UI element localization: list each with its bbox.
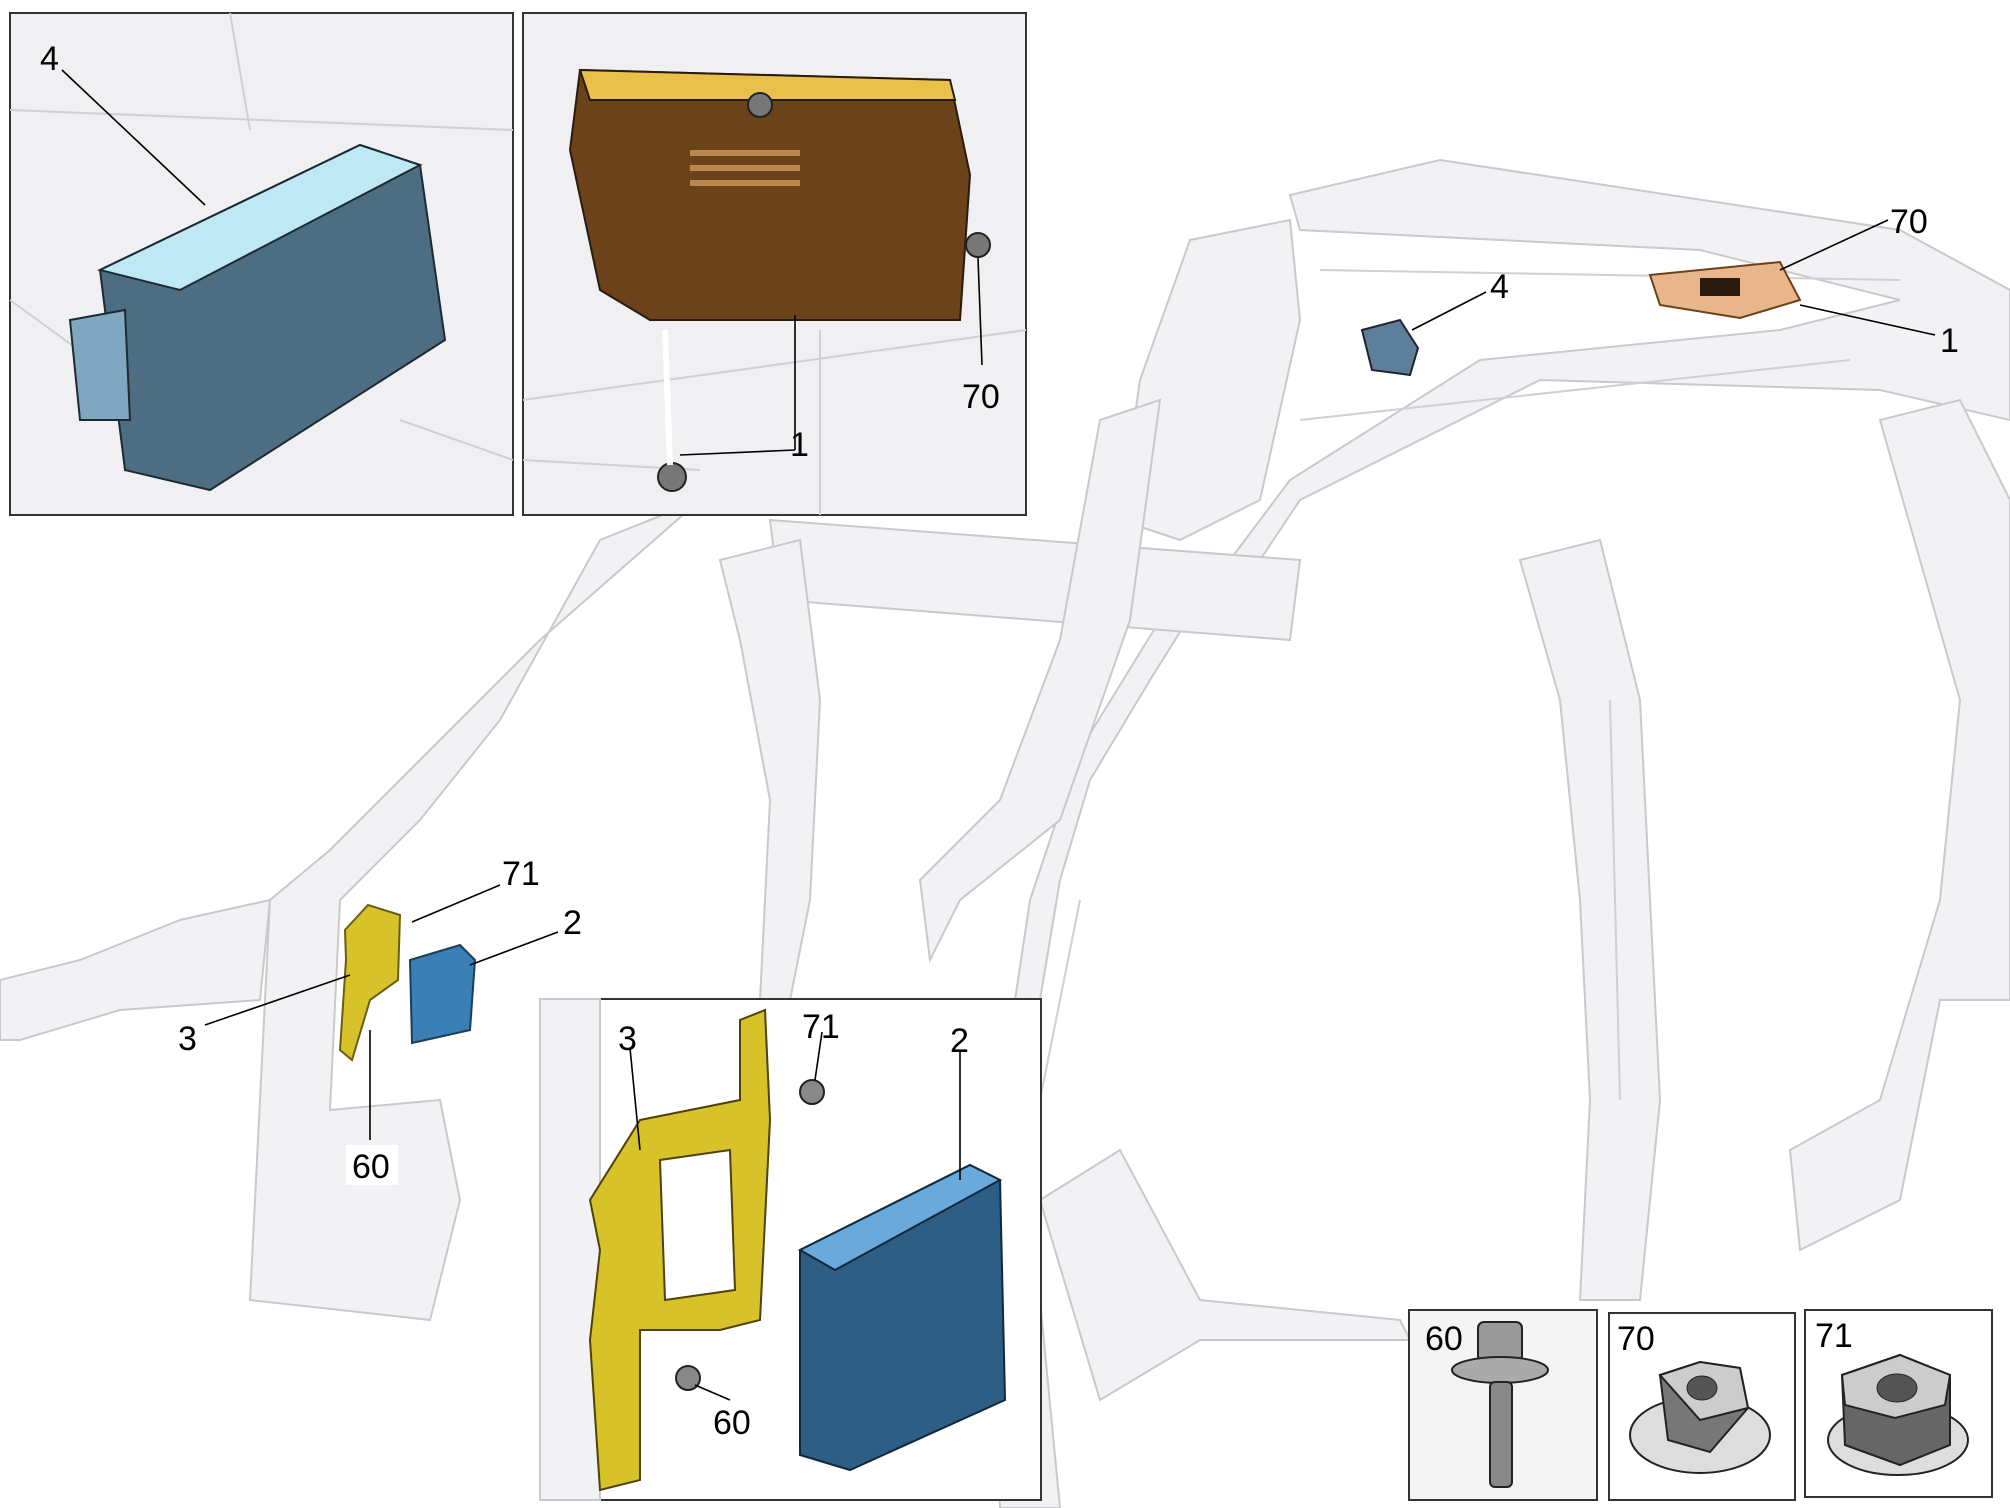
part-4-module-small[interactable] bbox=[1360, 318, 1420, 377]
inset-module-4: 4 bbox=[9, 12, 514, 516]
inset-4-label: 4 bbox=[40, 40, 59, 78]
fastener-60-box: 60 bbox=[1408, 1309, 1598, 1501]
callout-1: 1 bbox=[1940, 322, 1959, 360]
inset-label-60: 60 bbox=[713, 1404, 751, 1442]
part-3-bracket-small[interactable] bbox=[338, 903, 402, 1062]
inset-1-label-1: 1 bbox=[790, 426, 809, 464]
inset-label-3: 3 bbox=[618, 1020, 637, 1058]
inset-module-1: 70 1 bbox=[522, 12, 1027, 516]
part-2-module-small[interactable] bbox=[408, 943, 477, 1045]
inset-1-label-70: 70 bbox=[962, 378, 1000, 416]
fastener-60-label: 60 bbox=[1425, 1320, 1463, 1358]
callout-3: 3 bbox=[178, 1020, 197, 1058]
callout-4: 4 bbox=[1490, 268, 1509, 306]
fastener-70-label: 70 bbox=[1617, 1320, 1655, 1358]
vehicle-body-frame bbox=[0, 158, 2010, 1508]
inset-label-71: 71 bbox=[802, 1008, 840, 1046]
part-1-module-small[interactable] bbox=[1648, 260, 1802, 320]
fastener-71-box: 71 bbox=[1804, 1309, 1993, 1498]
callout-70: 70 bbox=[1890, 203, 1928, 241]
inset-label-2: 2 bbox=[950, 1022, 969, 1060]
main-leader-lines bbox=[204, 219, 1936, 1140]
inset-bracket-module-2: 3 71 2 60 bbox=[539, 998, 1042, 1501]
callout-2: 2 bbox=[563, 904, 582, 942]
callout-71: 71 bbox=[502, 855, 540, 893]
fastener-71-label: 71 bbox=[1815, 1317, 1853, 1355]
callout-60: 60 bbox=[352, 1148, 390, 1186]
fastener-70-box: 70 bbox=[1608, 1312, 1796, 1501]
